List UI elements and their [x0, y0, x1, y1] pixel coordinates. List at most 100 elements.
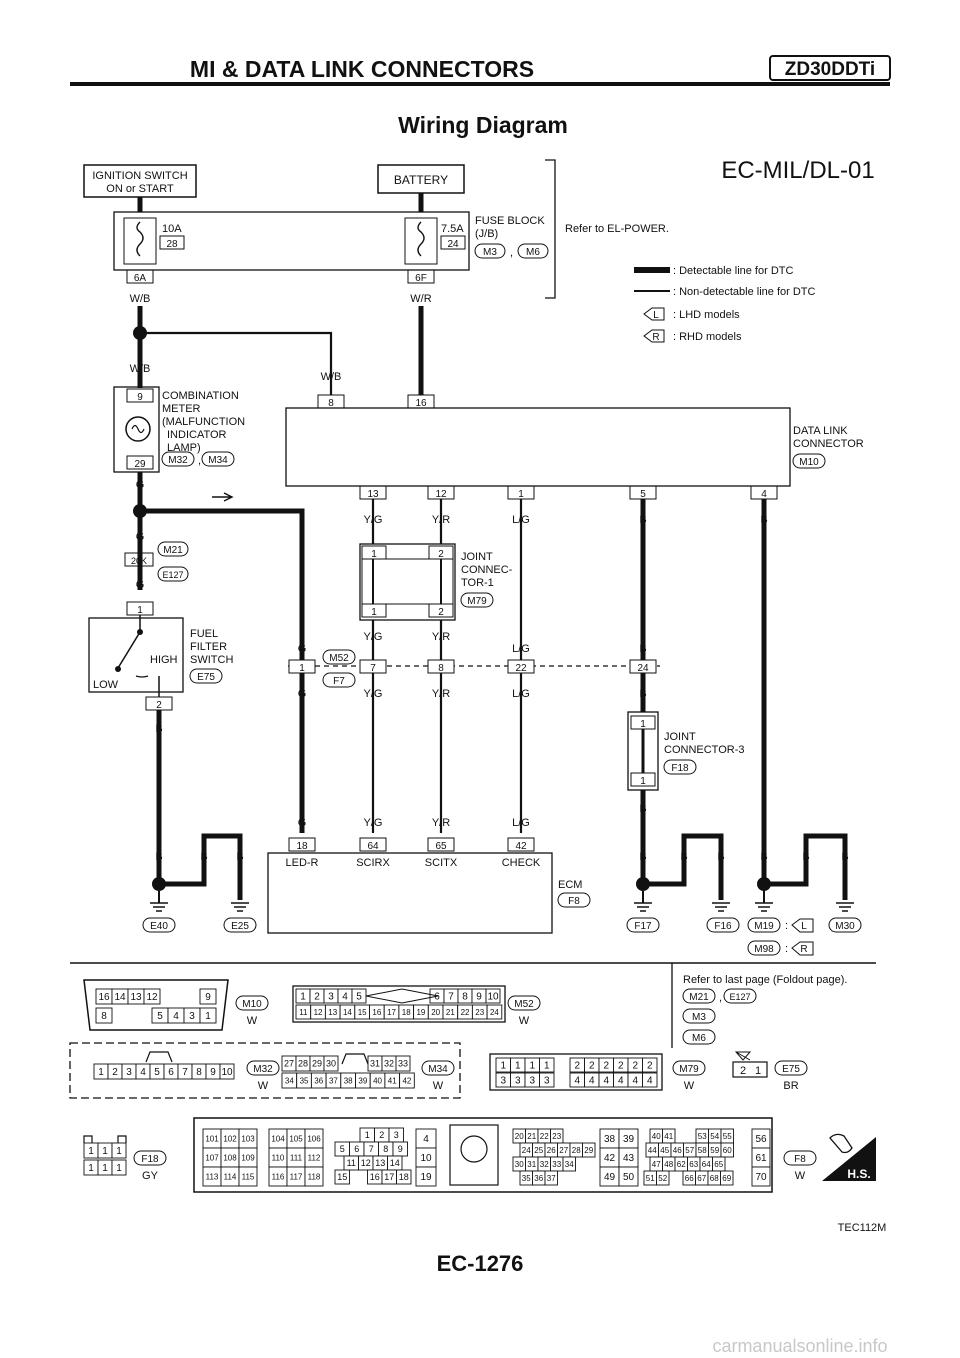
fuse-block-outline: [113, 211, 470, 271]
svg-text:1: 1: [518, 489, 524, 500]
connector-pin: 3: [126, 1067, 132, 1078]
connector-pin: 61: [755, 1153, 767, 1164]
svg-text:W/B: W/B: [321, 371, 342, 383]
connector-pin-cell: [399, 1072, 415, 1089]
connector-pin: 43: [623, 1153, 635, 1164]
connector-pin: 3: [500, 1076, 506, 1087]
connector-pin: 112: [308, 1153, 321, 1162]
connector-pin: 4: [342, 992, 348, 1003]
fuse-1-rating: 10A: [162, 223, 182, 235]
connector-pin: 9: [476, 992, 482, 1003]
svg-text:G: G: [298, 688, 307, 700]
svg-text:18: 18: [296, 841, 308, 852]
connector-pin: 6: [354, 1144, 359, 1154]
connector-pin: 68: [710, 1174, 719, 1183]
svg-text:L/G: L/G: [512, 643, 530, 655]
conn-m52-name: M52: [514, 999, 534, 1010]
svg-text:65: 65: [435, 841, 447, 852]
ignition-switch-label-1: IGNITION SWITCH: [92, 170, 187, 182]
connector-pin: 39: [358, 1076, 367, 1085]
fuse-2-body: [404, 217, 438, 265]
connector-pin: 2: [379, 1130, 384, 1140]
conn-f8-name: F8: [794, 1154, 806, 1165]
connector-pin: 41: [664, 1132, 673, 1141]
joint3-conn-f18: F18: [671, 763, 689, 774]
ground-icon: [836, 902, 854, 912]
connector-pin: 2: [589, 1061, 595, 1072]
connector-pin: 21: [446, 1008, 455, 1017]
connector-pin-cell: [539, 1057, 555, 1073]
svg-text:W: W: [795, 1170, 806, 1182]
power-bracket: [545, 159, 556, 299]
connector-pin: 54: [710, 1132, 719, 1141]
svg-text:2: 2: [740, 1065, 746, 1077]
connector-pin: 34: [285, 1076, 294, 1085]
mil-lamp-icon: [125, 416, 151, 442]
connector-pin: 37: [547, 1174, 556, 1183]
connector-pin: 23: [475, 1008, 484, 1017]
connector-pin: 1: [544, 1061, 550, 1072]
svg-text:B: B: [639, 851, 646, 863]
connector-pin: 58: [698, 1146, 707, 1155]
connector-pin: 29: [312, 1059, 322, 1069]
svg-text:Y/R: Y/R: [432, 688, 450, 700]
svg-text:(MALFUNCTION: (MALFUNCTION: [162, 416, 245, 428]
connector-pin: 118: [308, 1172, 321, 1181]
connector-pin: 103: [241, 1134, 255, 1143]
connector-pin: 109: [241, 1153, 255, 1162]
connector-pin: 106: [307, 1134, 321, 1143]
meter-pin-29: 29: [134, 459, 146, 470]
ground-icon: [150, 902, 168, 912]
ecm-label: ECM: [558, 879, 582, 891]
connector-pin: 16: [370, 1172, 380, 1182]
connector-pin: 22: [461, 1008, 470, 1017]
svg-text:G: G: [136, 579, 145, 591]
connector-pin: 7: [369, 1144, 374, 1154]
connector-pin: 113: [206, 1172, 219, 1181]
connector-pin: 11: [347, 1158, 356, 1168]
connector-pin: 25: [534, 1146, 543, 1155]
svg-text:W/B: W/B: [130, 363, 151, 375]
svg-text:G: G: [298, 643, 307, 655]
svg-text:B: B: [680, 851, 687, 863]
connector-pin: 4: [603, 1076, 609, 1087]
svg-text:1: 1: [299, 663, 305, 674]
connector-pin: 3: [328, 992, 334, 1003]
legend-lhd-symbol: L: [653, 310, 659, 321]
svg-text:FILTER: FILTER: [190, 641, 227, 653]
legend-thick-line: [634, 267, 670, 273]
svg-text:8: 8: [328, 398, 334, 409]
svg-text:,: ,: [719, 992, 722, 1004]
connector-pin: 67: [697, 1174, 706, 1183]
connector-pin: 5: [154, 1067, 160, 1078]
svg-text:B: B: [639, 514, 646, 526]
diagram-title: Wiring Diagram: [398, 112, 568, 138]
connector-pin: 6: [434, 992, 440, 1003]
connector-pin: 35: [522, 1174, 531, 1183]
refer-el-power: Refer to EL-POWER.: [565, 223, 669, 235]
svg-text:1: 1: [371, 607, 377, 618]
connector-pin: 46: [673, 1146, 682, 1155]
svg-text:B: B: [155, 723, 162, 735]
svg-text:W: W: [519, 1015, 530, 1027]
connector-pin: 22: [540, 1132, 549, 1141]
connector-pin: 19: [420, 1172, 432, 1183]
legend-rhd: : RHD models: [673, 331, 742, 343]
svg-text::: :: [785, 920, 788, 932]
ground-m19: M19: [754, 921, 774, 932]
connector-pin: 4: [574, 1076, 580, 1087]
svg-text:W/B: W/B: [130, 293, 151, 305]
svg-text:TOR-1: TOR-1: [461, 577, 494, 589]
connector-pin: 49: [604, 1172, 616, 1183]
connector-pin: 107: [205, 1153, 219, 1162]
connector-pin-cell: [656, 1170, 670, 1186]
connector-pin: 3: [544, 1076, 550, 1087]
ground-e40: E40: [150, 921, 168, 932]
connector-pin: 14: [343, 1008, 352, 1017]
svg-text:42: 42: [515, 841, 527, 852]
connector-pin: 8: [196, 1067, 202, 1078]
svg-text::: :: [785, 943, 788, 955]
connector-pin: 36: [314, 1076, 323, 1085]
connector-pin-cell: [485, 988, 501, 1004]
connector-pin-cell: [334, 1169, 350, 1185]
